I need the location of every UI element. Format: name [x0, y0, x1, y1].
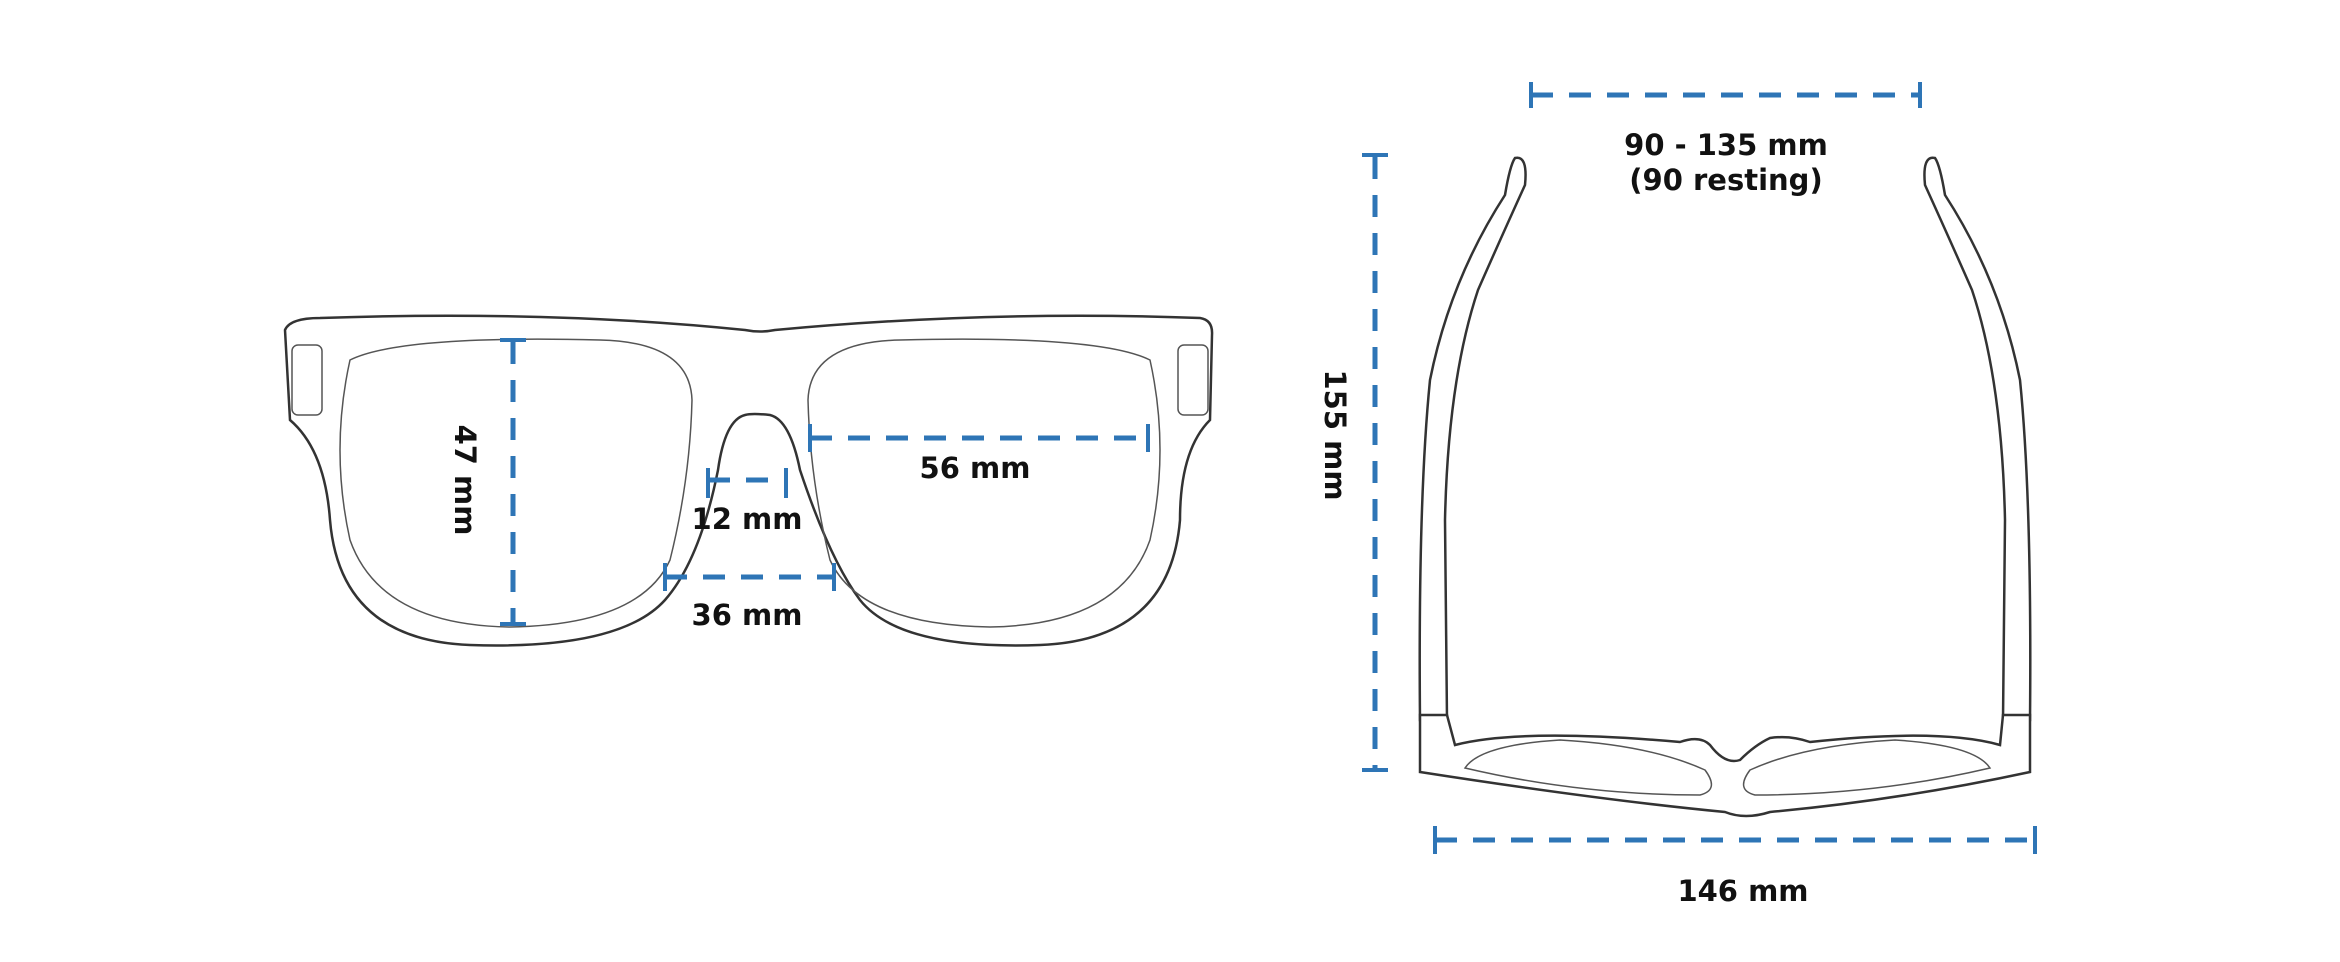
dimension-temple-length: 155 mm	[1318, 153, 1388, 772]
frame-width-label: 146 mm	[1677, 874, 1808, 908]
dimension-bridge-bottom: 36 mm	[663, 563, 836, 632]
temple-opening-label: 90 - 135 mm	[1624, 128, 1828, 162]
front-frame-outline	[283, 314, 1214, 647]
bridge-top-label: 12 mm	[692, 502, 803, 536]
dimension-frame-width: 146 mm	[1433, 826, 2037, 908]
dimension-bridge-top: 12 mm	[692, 468, 803, 536]
bridge-bottom-label: 36 mm	[692, 598, 803, 632]
left-lens	[339, 338, 693, 628]
right-lens	[807, 338, 1161, 628]
top-left-lens	[1463, 739, 1713, 796]
temple-length-label: 155 mm	[1318, 369, 1352, 500]
top-view-glasses	[1418, 156, 2032, 818]
dimension-temple-opening: 90 - 135 mm (90 resting)	[1529, 82, 1922, 197]
top-frame-front	[1418, 713, 2032, 818]
right-hinge	[1177, 344, 1209, 416]
temple-opening-note: (90 resting)	[1629, 163, 1822, 197]
left-temple	[1418, 156, 1527, 722]
left-hinge	[291, 344, 323, 416]
top-right-lens	[1742, 739, 1992, 796]
right-temple	[1923, 156, 2032, 722]
lens-width-label: 56 mm	[920, 451, 1031, 485]
dimension-lens-width: 56 mm	[808, 424, 1150, 485]
front-view-glasses	[283, 314, 1214, 647]
dimension-lens-height: 47 mm	[448, 338, 526, 626]
lens-height-label: 47 mm	[448, 425, 482, 536]
